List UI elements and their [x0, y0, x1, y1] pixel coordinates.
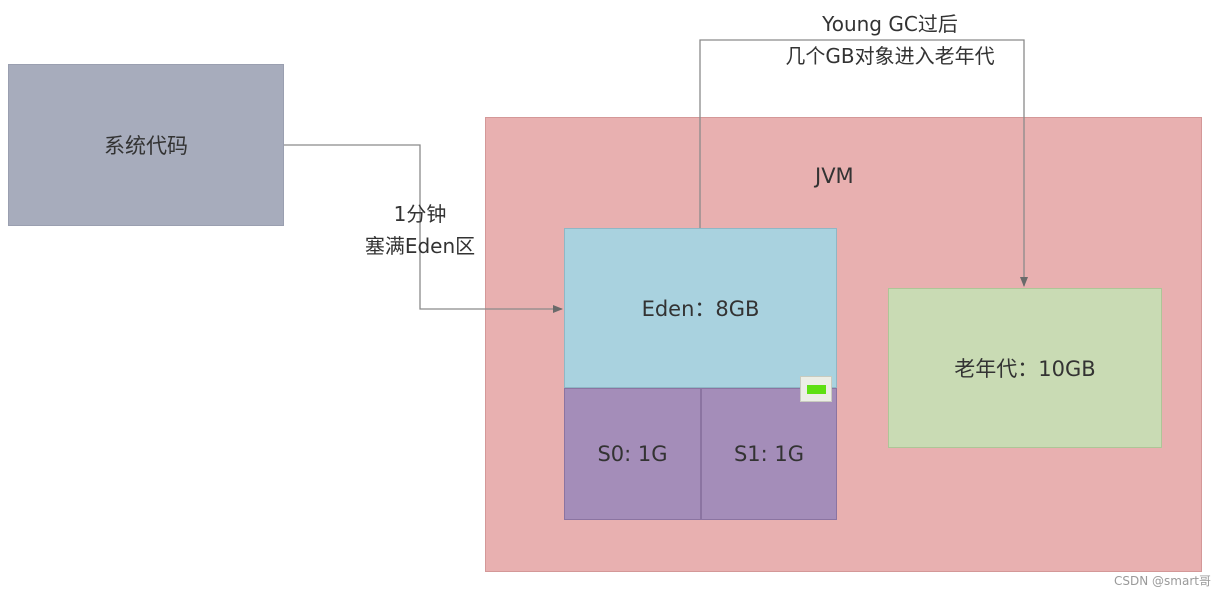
watermark: CSDN @smart哥: [1114, 574, 1211, 588]
s0-label: S0: 1G: [597, 442, 668, 466]
eden-label: Eden：8GB: [641, 297, 760, 321]
jvm-label: JVM: [815, 164, 854, 188]
edge-label-line1: Young GC过后: [822, 12, 958, 36]
eden-box: Eden：8GB: [564, 228, 837, 388]
system-code-box: 系统代码: [8, 64, 284, 226]
survivor-s0-box: S0: 1G: [564, 388, 701, 520]
edge-label-line2: 塞满Eden区: [364, 234, 476, 258]
object-chip-fill: [807, 385, 826, 394]
edge-label-system-to-eden: 1分钟 塞满Eden区: [350, 198, 490, 262]
edge-system-to-eden: [284, 144, 563, 313]
object-chip-icon: [800, 376, 832, 402]
survivor-s1-box: S1: 1G: [701, 388, 837, 520]
system-code-label: 系统代码: [104, 134, 188, 158]
edge-label-line1: 1分钟: [393, 202, 447, 226]
old-generation-box: 老年代：10GB: [888, 288, 1162, 448]
s1-label: S1: 1G: [733, 442, 805, 466]
edge-label-line2: 几个GB对象进入老年代: [785, 44, 995, 68]
old-generation-label: 老年代：10GB: [954, 357, 1096, 381]
edge-eden-to-old-gen: [699, 39, 1028, 287]
edge-label-eden-to-old-gen: Young GC过后 几个GB对象进入老年代: [730, 8, 1050, 72]
